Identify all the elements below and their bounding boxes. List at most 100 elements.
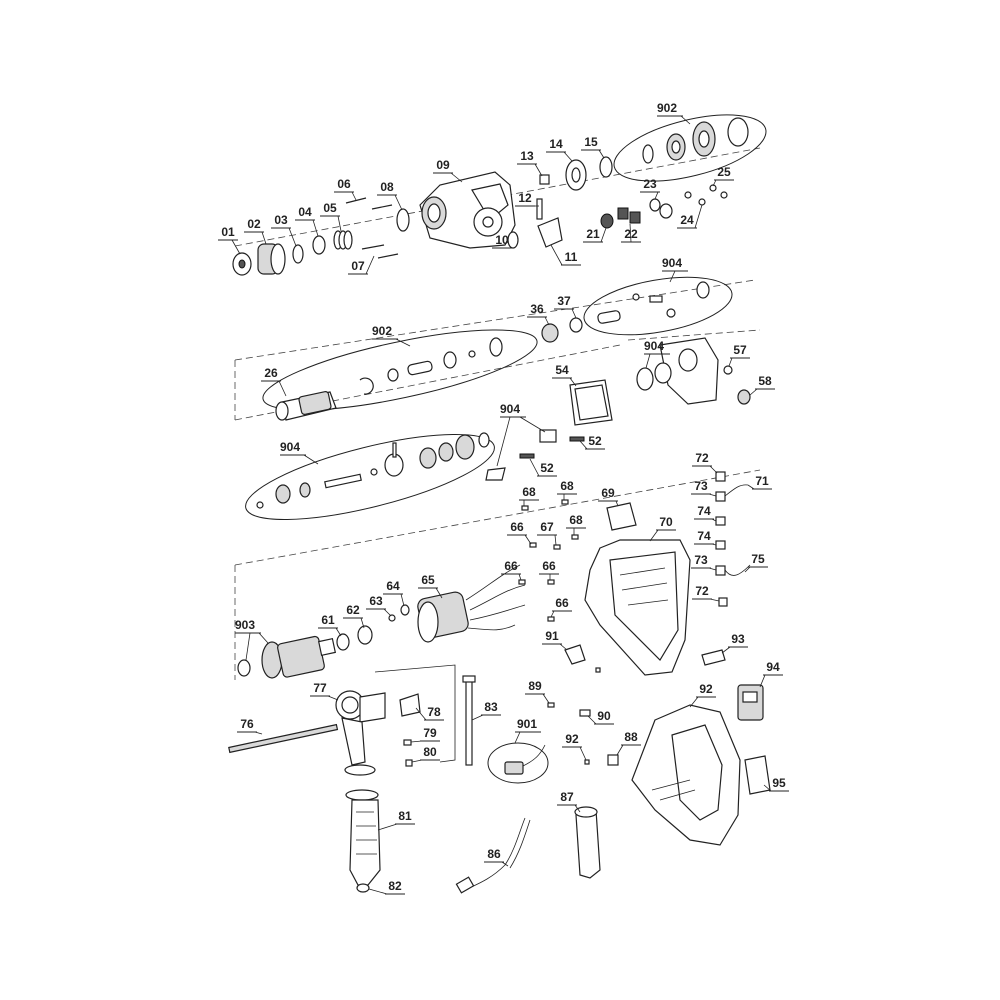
part-label-l03: 03 [274,213,288,227]
part-label-l12: 12 [518,191,532,205]
part-label-l68c: 68 [569,513,583,527]
leader-lines [218,115,789,895]
part-label-l74a: 74 [697,504,711,518]
part-label-l22: 22 [624,227,638,241]
part-label-l72a: 72 [695,451,709,465]
part-label-l11: 11 [565,250,578,264]
part-label-l82: 82 [388,879,402,893]
part-label-l75: 75 [751,552,765,566]
part-label-l15: 15 [584,135,598,149]
parts-36-37 [541,317,583,343]
part-label-l902b: 902 [372,324,392,338]
depth-rod-76 [228,723,339,754]
part-label-l66a: 66 [510,520,524,534]
part-label-l80: 80 [423,745,437,759]
part-label-l01: 01 [221,225,235,239]
part-label-l901: 901 [517,717,537,731]
parts-21-25 [600,184,728,229]
part-label-l52a: 52 [588,434,602,448]
part-label-l90: 90 [597,709,611,723]
part-label-l904a: 904 [662,256,682,270]
part-label-l92b: 92 [699,682,713,696]
part-label-l21: 21 [586,227,600,241]
group-904-lower [245,434,495,520]
part-label-l61: 61 [321,613,335,627]
part-label-l64: 64 [386,579,400,593]
part-label-l52b: 52 [540,461,554,475]
part-label-l02: 02 [247,217,261,231]
part-label-l71: 71 [755,474,769,488]
group-902-middle-parts [275,337,503,421]
group-904-lower-parts [256,432,490,509]
sticker-69 [606,502,637,531]
part-label-l69: 69 [601,486,615,500]
gasket-54 [569,379,613,426]
part-label-l66c: 66 [542,559,556,573]
parts-88-92-small [547,702,619,766]
armature-903 [237,635,337,679]
part-label-l09: 09 [436,158,450,172]
part-label-l25: 25 [717,165,731,179]
group-904-upper-parts [597,281,710,324]
part-label-l95: 95 [772,776,786,790]
part-label-l67: 67 [540,520,554,534]
part-label-l87: 87 [560,790,574,804]
part-label-l81: 81 [398,809,412,823]
part-label-l902a: 902 [657,101,677,115]
part-label-l72b: 72 [695,584,709,598]
part-label-l26: 26 [264,366,278,380]
motor-flange-904 [636,337,751,405]
stator-65 [417,564,526,643]
part-label-l904c: 904 [500,402,520,416]
part-label-l13: 13 [520,149,534,163]
part-label-l94: 94 [766,660,780,674]
group-902-upper [613,114,767,182]
part-label-l904d: 904 [280,440,300,454]
part-label-l88: 88 [624,730,638,744]
parts-52 [485,429,585,481]
part-label-l14: 14 [549,137,563,151]
part-label-l79: 79 [423,726,437,740]
part-label-l08: 08 [380,180,394,194]
part-label-l91: 91 [545,629,559,643]
switch-94 [737,684,764,721]
side-handle-clamp-77 [335,690,386,776]
part-label-l04: 04 [298,205,312,219]
part-label-l24: 24 [680,213,694,227]
part-label-l10: 10 [495,233,509,247]
part-label-l06: 06 [337,177,351,191]
part-label-l74b: 74 [697,529,711,543]
part-label-l93: 93 [731,632,745,646]
part-label-l70: 70 [659,515,673,529]
handle-bracket-outline [374,664,456,763]
group-902-middle [262,329,538,411]
cable-clamp-901-parts [504,744,546,775]
part-label-l07: 07 [351,259,365,273]
part-label-l73a: 73 [694,479,708,493]
part-label-l58: 58 [758,374,772,388]
part-label-l65: 65 [421,573,435,587]
group-901-switch-cable [487,742,549,784]
bearings-61-64 [336,604,410,651]
knob-78-80 [399,693,421,767]
part-label-l05: 05 [323,201,337,215]
part-label-l92a: 92 [565,732,579,746]
motor-housing-70 [584,539,691,676]
part-label-l76: 76 [240,717,254,731]
part-label-l36: 36 [530,302,544,316]
gear-parts-10-15 [507,156,613,249]
part-label-l62: 62 [346,603,360,617]
part-label-l78: 78 [427,705,441,719]
cable-protector-87 [574,806,601,879]
part-label-l83: 83 [484,700,498,714]
part-label-l904b: 904 [644,339,664,353]
handle-grip-81 [345,789,381,893]
brush-parts-71-75 [715,471,751,607]
sticker-95 [744,755,771,795]
group-904-upper [583,276,733,336]
part-label-l63: 63 [369,594,383,608]
power-cord-86 [455,817,531,894]
part-label-l66b: 66 [504,559,518,573]
